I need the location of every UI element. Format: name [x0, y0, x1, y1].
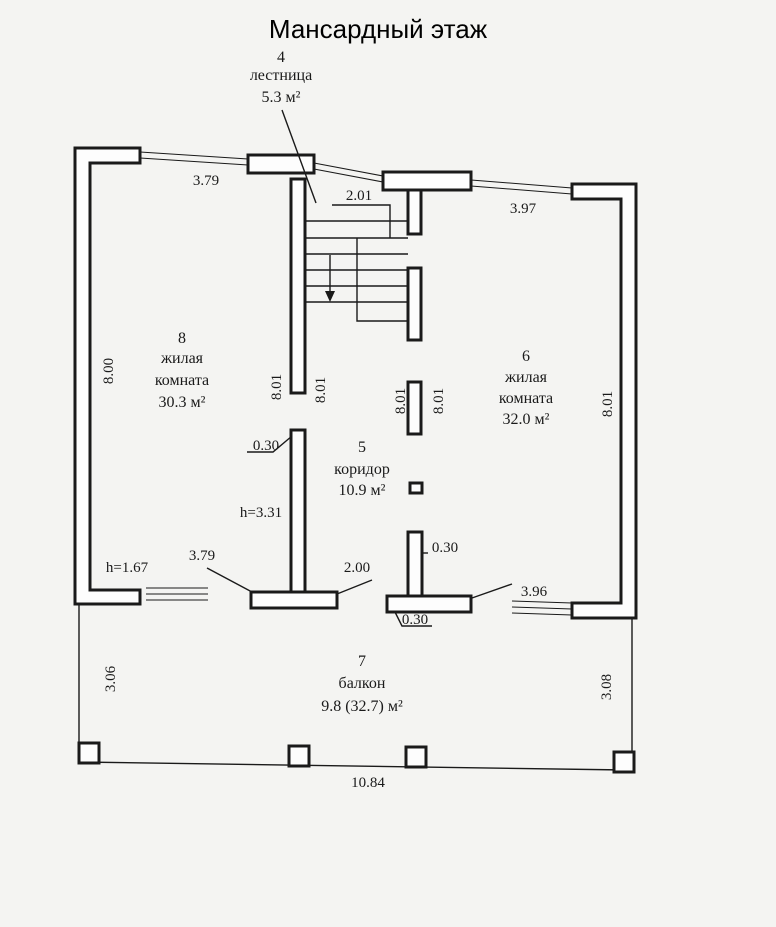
- room-area: 32.0 м²: [503, 411, 550, 428]
- dim-stair-width: 2.01: [346, 188, 372, 204]
- room-balcony-label: 7 балкон 9.8 (32.7) м²: [321, 653, 403, 715]
- plan-title: Мансардный этаж: [269, 14, 488, 44]
- dim-top-right: 3.97: [510, 201, 537, 217]
- dim-balcony-right: 3.08: [599, 674, 615, 700]
- room-number: 5: [358, 439, 366, 456]
- room-stair-label: 4 лестница 5.3 м²: [250, 49, 312, 106]
- outer-walls: [73, 146, 638, 620]
- leader-lines: [206, 435, 513, 627]
- bottom-wall-right: [385, 594, 473, 614]
- room-name-line1: жилая: [504, 369, 548, 386]
- top-windows: [139, 151, 573, 195]
- left-outer-wall: [73, 146, 142, 606]
- room-number: 6: [522, 348, 530, 365]
- room-number: 7: [358, 653, 366, 670]
- dim-inner-1: 8.01: [269, 374, 285, 400]
- top-wall-segment-right: [381, 170, 473, 192]
- interior-walls: [249, 380, 473, 614]
- corridor-column: [406, 380, 423, 436]
- dim-wall-thickness-2: 0.30: [432, 540, 458, 556]
- balcony: [77, 604, 636, 774]
- dim-balcony-width: 10.84: [351, 775, 385, 791]
- dim-bottom-middle: 2.00: [344, 560, 370, 576]
- dim-left-room-height: 8.00: [101, 358, 117, 384]
- dim-bottom-right: 3.96: [521, 584, 548, 600]
- room-name-line1: жилая: [160, 350, 204, 367]
- room-corridor-label: 5 коридор 10.9 м²: [334, 439, 390, 499]
- corridor-post: [408, 481, 424, 495]
- bottom-windows: [146, 587, 573, 616]
- room-living-left-label: 8 жилая комната 30.3 м²: [155, 330, 209, 411]
- room-area: 9.8 (32.7) м²: [321, 698, 403, 715]
- room-number: 4: [277, 49, 285, 66]
- dim-top-left: 3.79: [193, 173, 219, 189]
- room-name-line2: комната: [499, 390, 553, 407]
- room-area: 5.3 м²: [262, 89, 301, 106]
- dim-wall-thickness-1: 0.30: [253, 438, 279, 454]
- stair-right-wall-upper: [406, 188, 423, 236]
- stair-direction-arrow-icon: [325, 291, 335, 302]
- stairwell: [281, 109, 423, 395]
- dim-right-room-height: 8.01: [600, 391, 616, 417]
- dim-inner-4: 8.01: [431, 388, 447, 414]
- stair-right-wall-lower: [406, 266, 423, 342]
- dim-ceiling-height-1: h=3.31: [240, 505, 282, 521]
- dim-ceiling-height-2: h=1.67: [106, 560, 149, 576]
- bottom-wall-left: [249, 590, 339, 610]
- room-number: 8: [178, 330, 186, 347]
- room-name-line2: комната: [155, 372, 209, 389]
- dim-balcony-left: 3.06: [103, 665, 119, 692]
- balcony-post-1: [77, 741, 101, 765]
- balcony-post-4: [612, 750, 636, 774]
- room-name: коридор: [334, 461, 390, 478]
- dim-wall-thickness-3: 0.30: [402, 612, 428, 628]
- balcony-post-2: [287, 744, 311, 768]
- dimension-labels: 3.79 2.01 3.97 8.00 8.01 8.01 8.01 8.01 …: [101, 173, 616, 791]
- corridor-right-wall: [406, 530, 424, 598]
- room-name: лестница: [250, 67, 312, 84]
- room-living-right-label: 6 жилая комната 32.0 м²: [499, 348, 553, 428]
- dim-inner-3: 8.01: [393, 388, 409, 414]
- dim-bottom-left: 3.79: [189, 548, 215, 564]
- dim-inner-2: 8.01: [313, 377, 329, 403]
- balcony-post-3: [404, 745, 428, 769]
- top-wall-segment-left: [246, 153, 316, 175]
- corridor-left-wall: [289, 428, 307, 594]
- stair-left-wall: [289, 177, 307, 395]
- room-area: 30.3 м²: [159, 394, 206, 411]
- room-name: балкон: [339, 675, 386, 692]
- room-area: 10.9 м²: [339, 482, 386, 499]
